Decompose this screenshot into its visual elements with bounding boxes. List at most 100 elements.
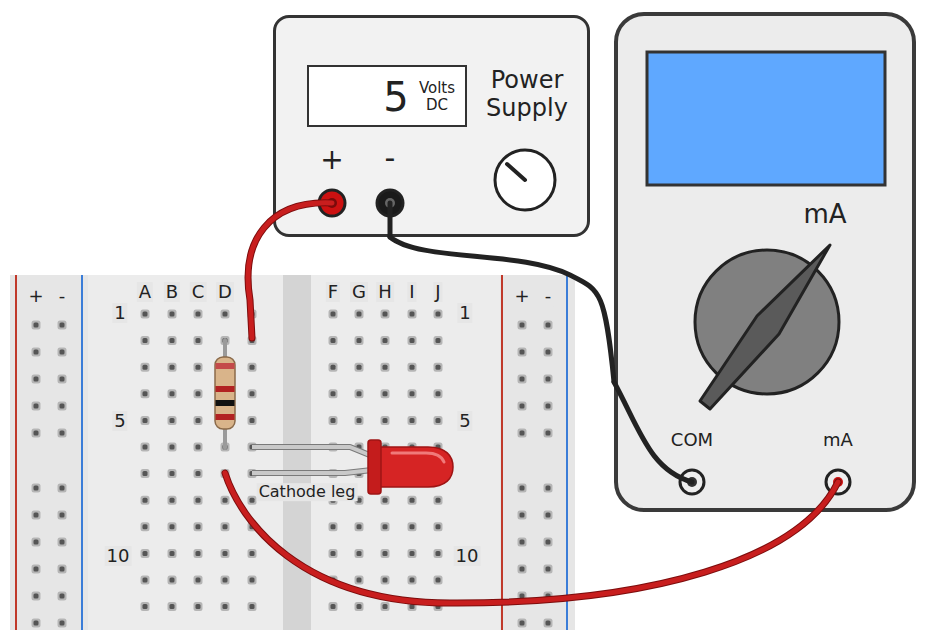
breadboard-hole <box>141 389 150 398</box>
breadboard-hole-center <box>357 578 362 583</box>
knob-indicator <box>507 164 525 180</box>
breadboard-hole-center <box>60 323 65 328</box>
breadboard-hole-center <box>170 445 175 450</box>
breadboard-hole-center <box>196 445 201 450</box>
rail-line-red <box>15 275 17 630</box>
breadboard-hole-center <box>520 567 525 572</box>
breadboard-hole <box>355 522 364 531</box>
breadboard-hole <box>32 619 41 628</box>
breadboard-hole <box>355 549 364 558</box>
breadboard-hole <box>544 348 553 357</box>
breadboard-hole-center <box>520 594 525 599</box>
column-letter: A <box>137 282 153 302</box>
breadboard-hole-center <box>331 391 336 396</box>
breadboard-hole-center <box>357 312 362 317</box>
row-number: 5 <box>457 411 472 431</box>
breadboard-hole-center <box>223 312 228 317</box>
breadboard-hole <box>381 496 390 505</box>
breadboard-hole-center <box>410 391 415 396</box>
rail-sign: + <box>512 286 531 306</box>
breadboard-hole <box>329 576 338 585</box>
breadboard-hole-center <box>357 551 362 556</box>
breadboard-hole <box>194 310 203 319</box>
led-anode-leg-outline <box>252 447 372 456</box>
black-wire-stub <box>388 203 393 237</box>
breadboard-hole-center <box>546 594 551 599</box>
row-number: 1 <box>457 303 472 323</box>
com-jack <box>680 470 704 494</box>
breadboard-body <box>10 275 575 630</box>
breadboard-hole-center <box>357 365 362 370</box>
breadboard-hole <box>381 310 390 319</box>
breadboard-hole <box>329 389 338 398</box>
breadboard-hole-center <box>436 578 441 583</box>
breadboard-hole-center <box>223 471 228 476</box>
breadboard-hole <box>141 522 150 531</box>
breadboard-hole <box>248 602 257 611</box>
breadboard-hole <box>32 484 41 493</box>
column-letter: G <box>350 282 368 302</box>
rail-line-red <box>501 275 503 630</box>
breadboard-hole <box>194 389 203 398</box>
led-cathode-leg <box>252 470 372 473</box>
breadboard-hole-center <box>357 418 362 423</box>
breadboard-hole <box>221 469 230 478</box>
breadboard-hole-center <box>170 418 175 423</box>
breadboard-hole-center <box>436 312 441 317</box>
breadboard-hole <box>194 469 203 478</box>
breadboard-hole <box>32 538 41 547</box>
breadboard-hole <box>168 363 177 372</box>
breadboard-hole <box>221 522 230 531</box>
breadboard-hole-center <box>196 365 201 370</box>
breadboard-hole <box>434 389 443 398</box>
breadboard-hole-center <box>34 486 39 491</box>
breadboard-hole <box>248 363 257 372</box>
breadboard-hole-center <box>196 498 201 503</box>
breadboard-hole <box>408 389 417 398</box>
row-number: 10 <box>454 546 481 566</box>
breadboard-hole <box>329 363 338 372</box>
breadboard-main-area <box>88 275 500 630</box>
power-supply-box-art <box>276 18 593 240</box>
breadboard-hole <box>168 469 177 478</box>
breadboard-hole <box>408 602 417 611</box>
breadboard-hole <box>544 484 553 493</box>
breadboard-hole <box>329 310 338 319</box>
breadboard-hole <box>58 592 67 601</box>
terminal-hole <box>327 198 337 208</box>
breadboard-hole-center <box>331 551 336 556</box>
breadboard-hole <box>381 602 390 611</box>
ma-jack <box>826 470 850 494</box>
breadboard-hole-center <box>436 604 441 609</box>
column-letter: J <box>433 282 442 302</box>
breadboard-hole <box>248 416 257 425</box>
breadboard-hole-center <box>383 338 388 343</box>
breadboard-hole-center <box>250 551 255 556</box>
breadboard-hole <box>221 576 230 585</box>
breadboard-hole-center <box>357 604 362 609</box>
breadboard-hole <box>329 549 338 558</box>
breadboard-hole <box>141 336 150 345</box>
breadboard-hole-center <box>410 604 415 609</box>
breadboard-hole-center <box>60 513 65 518</box>
breadboard-hole <box>168 310 177 319</box>
breadboard-hole <box>434 602 443 611</box>
breadboard-hole-center <box>250 418 255 423</box>
column-letter: B <box>164 282 180 302</box>
breadboard-hole-center <box>250 498 255 503</box>
breadboard-hole <box>141 469 150 478</box>
breadboard-hole-center <box>250 312 255 317</box>
breadboard-hole <box>194 336 203 345</box>
red-wire-outline <box>225 473 838 603</box>
breadboard-hole <box>32 592 41 601</box>
breadboard-hole <box>329 602 338 611</box>
breadboard-hole-center <box>170 524 175 529</box>
led-rim <box>368 440 381 494</box>
breadboard-hole-center <box>546 350 551 355</box>
breadboard-hole-center <box>34 431 39 436</box>
resistor-body <box>215 357 235 429</box>
column-letter: I <box>407 282 416 302</box>
breadboard-hole <box>168 496 177 505</box>
breadboard-hole <box>408 522 417 531</box>
breadboard-hole-center <box>223 578 228 583</box>
